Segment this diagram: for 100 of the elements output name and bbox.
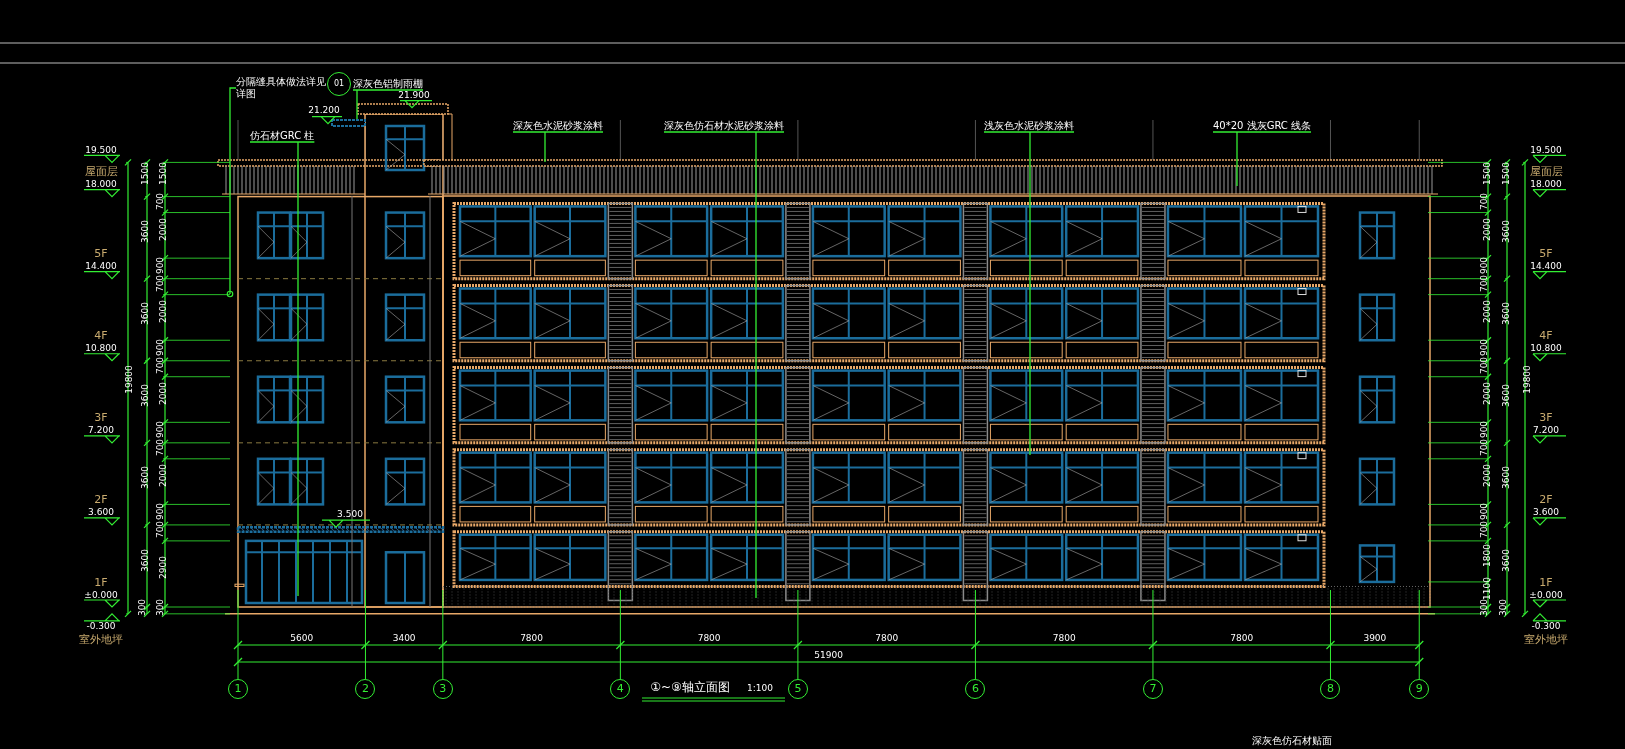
elevation-value: 7.200 [1533,425,1559,437]
floor-label: 室外地坪 [1524,634,1568,646]
elevation-value: 3.600 [88,507,114,519]
floor-label: 4F [1539,330,1553,342]
dimension-value: 900 [1478,256,1490,274]
elevation-value: 21.200 [308,105,340,117]
elevation-value: 19.500 [1530,144,1562,156]
dimension-value: 3600 [139,548,151,572]
dimension-value: 900 [1478,338,1490,356]
floor-label: 2F [94,494,108,506]
elevation-value: -0.300 [86,621,116,633]
dimension-value: 900 [154,420,166,439]
dimension-value: 700 [154,521,166,539]
floor-label: 1F [1539,576,1553,588]
dimension-value: 300 [1497,598,1509,616]
dimension-value: 700 [154,439,166,457]
leader-line [249,141,316,597]
dimension-value: 700 [154,192,166,211]
annotation-text: 深灰色水泥砂浆涂料 [513,120,603,132]
dimension-value: 2000 [1481,464,1493,488]
dimension-value: 700 [1478,439,1490,457]
dimension-value: 2000 [157,217,169,241]
annotation-text: 详图 [236,88,257,100]
floor-label: 2F [1539,494,1553,506]
dimension-value: 1100 [1481,577,1493,600]
annotation-text: 深灰色仿石材水泥砂浆涂料 [664,120,784,132]
dimension-value: 1500 [157,162,169,185]
annotation-text: 深灰色仿石材贴面 [1252,735,1332,747]
leader-line [1212,131,1312,187]
dimension-value: 900 [1478,502,1490,521]
dimension-value: 900 [1478,420,1490,439]
elevation-value: ±0.000 [84,589,118,601]
dimension-value: 300 [136,598,148,616]
dimension-value: 3600 [1500,384,1512,408]
dimension-value: 3900 [1363,632,1387,644]
dimension-value: 2000 [157,382,169,405]
elevation-value: 14.400 [1530,261,1562,273]
dimension-value: 300 [154,598,166,616]
elevation-value: 14.400 [85,261,117,273]
dimension-value: 2000 [1481,217,1493,241]
floor-label: 1F [94,576,108,588]
dimension-value: 3600 [1500,302,1512,326]
leader-line [663,131,785,599]
dimension-value: 7800 [1230,632,1254,644]
dimension-value: 2000 [1481,382,1493,405]
elevation-value: 10.800 [85,343,117,355]
leader-line [983,131,1075,456]
elevation-value: 10.800 [1530,343,1562,355]
floor-label: 5F [1539,248,1553,260]
dimension-value: 2900 [157,556,169,580]
dimension-value: 3600 [1500,548,1512,572]
elevation-value: 18.000 [1530,179,1562,191]
dimension-value: 19800 [1521,365,1533,394]
dimension-value: 7800 [875,632,899,644]
dimension-value: 1500 [139,162,151,185]
floor-label: 5F [94,248,108,260]
elevation-value: 7.200 [88,425,114,437]
dimension-value: 7800 [697,632,721,644]
floor-label: 屋面层 [1529,166,1563,178]
dimension-value: 19800 [123,365,135,394]
dimension-value: 300 [1478,598,1489,616]
dimension-value: 3600 [1500,220,1512,244]
elevation-value: 21.900 [398,90,430,102]
elevation-value: 18.000 [85,179,117,191]
annotation-text: 分隔缝具体做法详见 [236,76,326,88]
floor-label: 室外地坪 [79,634,123,646]
dimension-value: 1500 [1500,162,1512,185]
dimension-value: 1500 [1481,162,1493,185]
floor-label: 3F [1539,412,1553,424]
dimension-value: 2000 [157,300,169,323]
elevation-value: 19.500 [85,144,117,156]
elevation-value: ±0.000 [1529,589,1563,601]
dimension-value: 5600 [290,632,314,644]
dimension-value: 7800 [1052,632,1076,644]
elevation-value: -0.300 [1531,621,1561,633]
dimension-value: 2000 [157,464,169,488]
dimension-value: 3600 [1500,466,1512,490]
leader-line [352,89,424,120]
dimension-value: 700 [1478,521,1490,539]
dimension-value: 3600 [139,466,151,490]
drawing-title: ①~⑨轴立面图 [650,681,730,693]
floor-label: 3F [94,412,108,424]
floor-label: 屋面层 [84,166,118,178]
annotation-text: 40*20 浅灰GRC 线条 [1213,120,1311,132]
dimension-value: 900 [154,338,166,356]
elevation-value: 3.600 [1533,507,1559,519]
dimension-value: 3600 [139,220,151,244]
dimension-value: 700 [1478,357,1490,375]
dimension-value: 900 [154,256,166,274]
dimension-value: 1800 [1481,544,1493,567]
leader-line [512,131,604,163]
annotation-text: 仿石材GRC 柱 [250,130,315,142]
dimension-value: 7800 [520,632,544,644]
floor-label: 4F [94,330,108,342]
annotation-text: 深灰色铝制雨棚 [353,78,423,90]
dimension-value: 3400 [392,632,416,644]
dimension-value: 700 [1478,192,1490,211]
dimension-value: 3600 [139,384,151,408]
dimension-value: 3600 [139,302,151,326]
leader-line [226,87,237,298]
